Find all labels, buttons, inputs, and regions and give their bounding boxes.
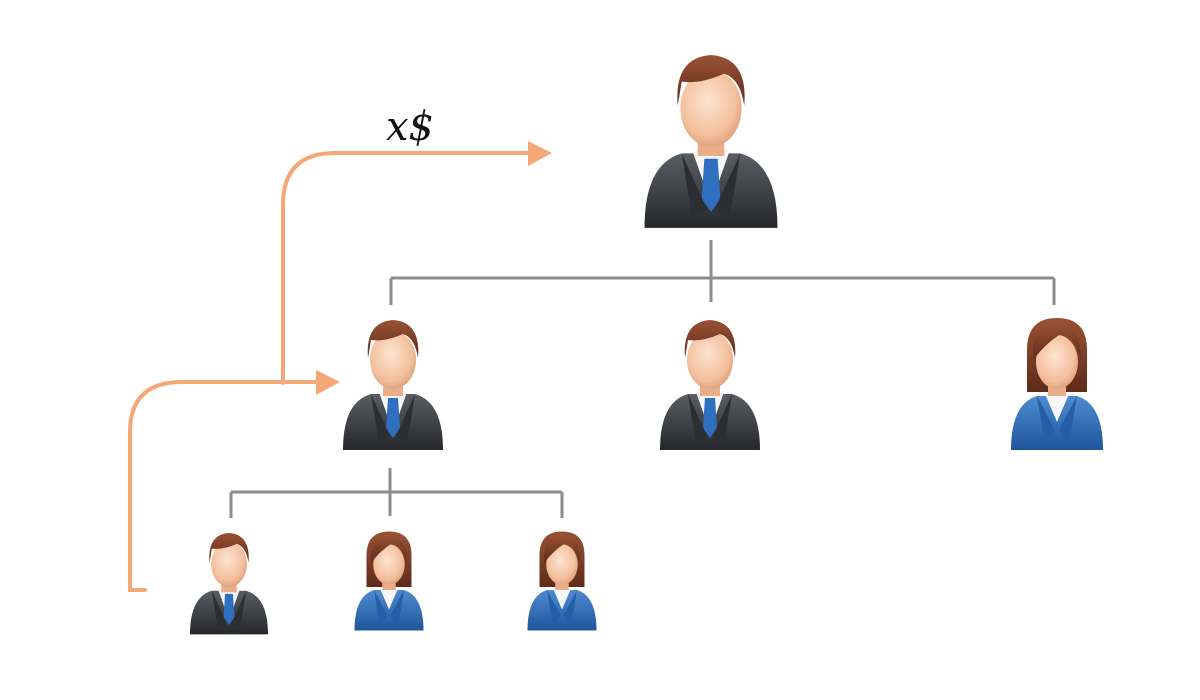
connector-lines: [229, 240, 1056, 518]
payment-flow-arrows: [128, 141, 552, 592]
woman-person-icon: [1011, 318, 1103, 450]
flow-amount-label: x$: [386, 104, 434, 150]
man-person-icon: [343, 320, 443, 450]
arrowhead-icon: [528, 141, 552, 166]
woman-person-icon: [354, 531, 424, 631]
woman-person-icon: [527, 531, 597, 631]
arrowhead-icon: [316, 370, 340, 395]
arrow-to-top: [281, 151, 537, 385]
man-person-icon: [190, 533, 268, 635]
arrow-to-level2: [128, 380, 324, 592]
man-person-icon: [660, 320, 760, 450]
people: [190, 55, 1103, 635]
man-person-icon: [644, 55, 778, 228]
